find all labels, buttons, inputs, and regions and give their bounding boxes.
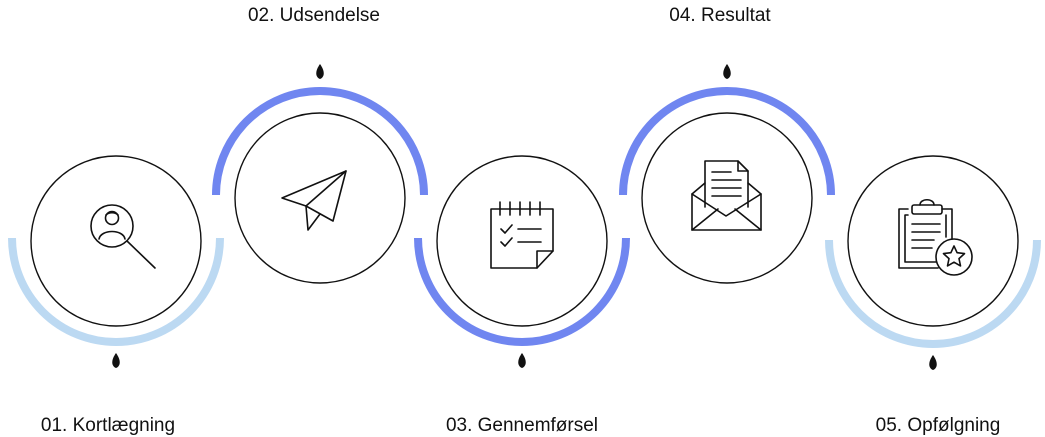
step-5-label: 05. Opfølgning (875, 415, 1001, 436)
step-4-circle (641, 112, 813, 284)
step-5-arc (825, 239, 1041, 348)
step-1-label: 01. Kortlægning (40, 415, 176, 436)
step-1-arc (8, 237, 224, 346)
step-5-circle (847, 155, 1019, 327)
step-3-label: 03. Gennemførsel (445, 415, 599, 436)
step-2-drop-marker (316, 64, 324, 79)
paper-plane-icon (281, 170, 347, 231)
step-1-drop-marker (112, 353, 120, 368)
step-2-circle (234, 112, 406, 284)
checklist-icon (490, 201, 554, 269)
person-search-icon (90, 204, 156, 269)
step-2-label: 02. Udsendelse (247, 5, 381, 26)
step-2-arc (212, 87, 428, 196)
step-4-label: 04. Resultat (669, 5, 771, 26)
step-1-circle (30, 155, 202, 327)
open-envelope-icon (691, 160, 762, 231)
step-5-drop-marker (929, 355, 937, 370)
step-3-drop-marker (518, 353, 526, 368)
step-3-arc (414, 237, 630, 346)
clipboard-star-icon (898, 198, 973, 276)
step-4-drop-marker (723, 64, 731, 79)
step-3-circle (436, 155, 608, 327)
step-4-arc (619, 87, 835, 196)
